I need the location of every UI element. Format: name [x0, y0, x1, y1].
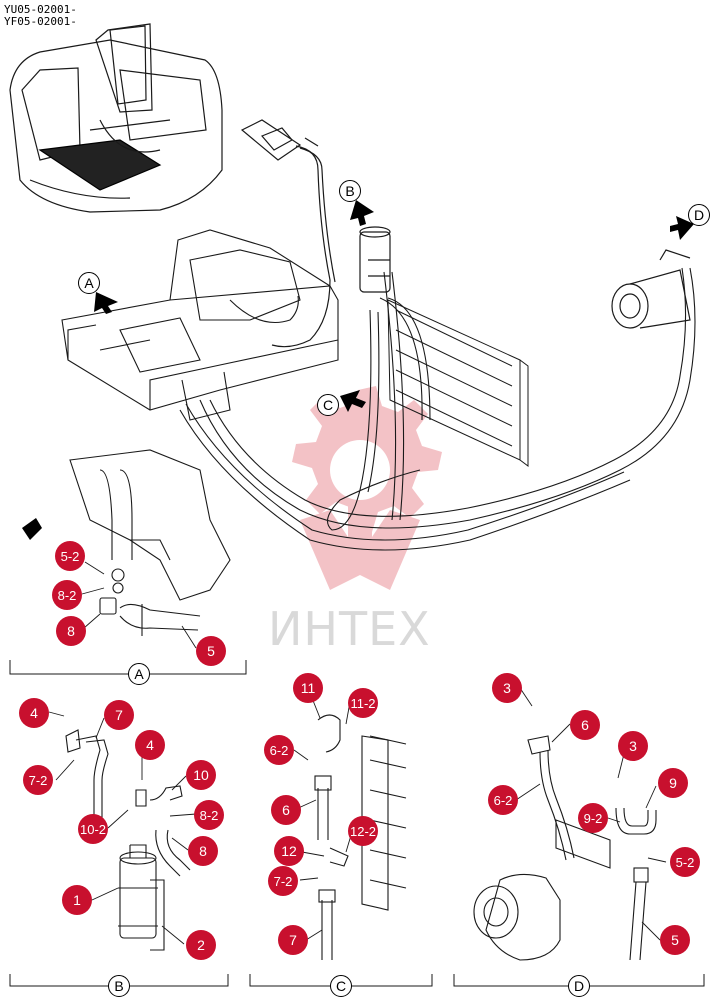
section-label-c: C [330, 975, 352, 997]
view-marker-c: C [317, 394, 339, 416]
callout-b-1: 1 [62, 885, 92, 915]
receiver-drier-overview [359, 226, 391, 293]
section-label-b: B [108, 975, 130, 997]
callout-c-12-2: 12-2 [348, 816, 378, 846]
leader-lines [48, 561, 667, 945]
callout-c-6: 6 [271, 795, 301, 825]
callout-a-8: 8 [56, 616, 86, 646]
view-arrows [22, 200, 694, 540]
callout-b-4-right: 4 [135, 730, 165, 760]
excavator-overview [9, 23, 223, 213]
condenser-overview [387, 299, 529, 467]
callout-b-2: 2 [186, 930, 216, 960]
detail-b-art [65, 729, 191, 951]
callout-d-3: 3 [618, 731, 648, 761]
callout-b-8: 8 [188, 836, 218, 866]
callout-d-6: 6 [570, 710, 600, 740]
callout-b-10: 10 [186, 760, 216, 790]
callout-d-9-2: 9-2 [578, 803, 608, 833]
view-marker-b: B [339, 180, 361, 202]
callout-a-5-2: 5-2 [55, 541, 85, 571]
machine-frame [61, 229, 339, 421]
serial-range-1: YU05-02001- [4, 3, 77, 16]
callout-d-5-2: 5-2 [670, 847, 700, 877]
section-label-d: D [568, 975, 590, 997]
callout-d-3-top: 3 [492, 673, 522, 703]
callout-d-6-2: 6-2 [488, 785, 518, 815]
front-direction-icon [22, 518, 42, 540]
callout-a-8-2: 8-2 [52, 580, 82, 610]
callout-c-12: 12 [274, 836, 304, 866]
callout-d-9: 9 [658, 768, 688, 798]
callout-b-10-2: 10-2 [78, 814, 108, 844]
serial-range-2: YF05-02001- [4, 15, 77, 28]
view-marker-d: D [688, 204, 710, 226]
callout-c-7-2: 7-2 [268, 866, 298, 896]
watermark-text: ИНТЕХ [268, 602, 431, 656]
callout-d-5: 5 [660, 925, 690, 955]
callout-c-11: 11 [293, 673, 323, 703]
callout-c-7: 7 [278, 925, 308, 955]
callout-b-7-2: 7-2 [23, 765, 53, 795]
section-label-a: A [128, 663, 150, 685]
control-panel [240, 119, 336, 348]
callout-b-7: 7 [104, 700, 134, 730]
compressor-overview [611, 249, 691, 329]
view-arrow-a-icon [94, 292, 118, 314]
detail-c-art [314, 714, 407, 960]
callout-c-6-2: 6-2 [264, 735, 294, 765]
refrigerant-hoses [179, 267, 696, 551]
view-marker-a: A [78, 272, 100, 294]
detail-d-art [473, 735, 657, 961]
view-arrow-b-icon [350, 200, 374, 226]
view-arrow-d-icon [670, 216, 694, 240]
callout-c-11-2: 11-2 [348, 688, 378, 718]
callout-b-4-left: 4 [19, 698, 49, 728]
callout-b-8-2: 8-2 [194, 800, 224, 830]
detail-a-art [69, 449, 231, 636]
view-arrow-c-icon [340, 390, 366, 412]
callout-a-5: 5 [196, 636, 226, 666]
